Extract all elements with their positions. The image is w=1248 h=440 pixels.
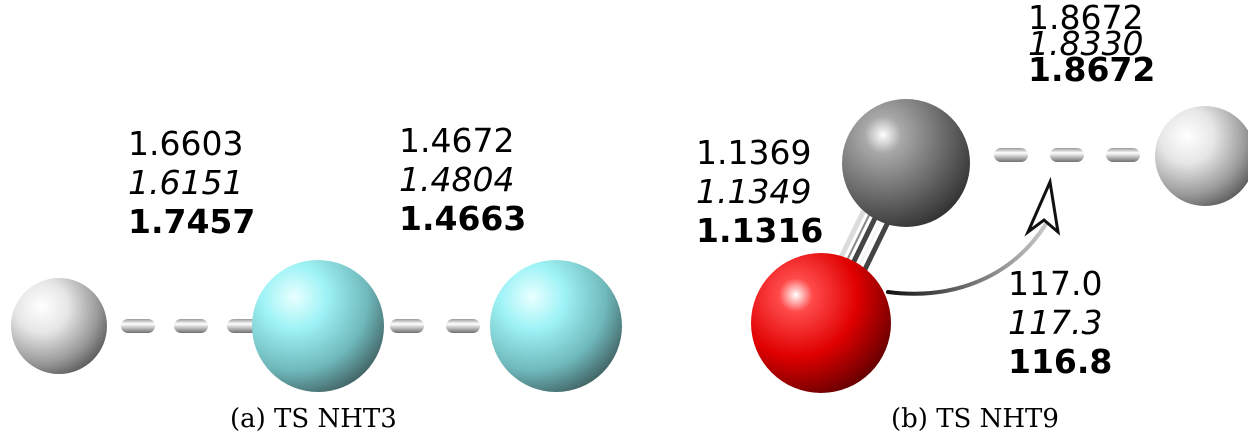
nitrogen-atom	[490, 260, 622, 392]
value-method-2: 1.6151	[128, 163, 244, 202]
bond-label-n-n: 1.4672 1.4804 1.4663	[399, 121, 526, 238]
dashed-bond-segment	[1106, 148, 1140, 162]
value-method-3: 1.7457	[128, 202, 256, 241]
value-method-2: 1.1349	[696, 172, 812, 211]
angle-arc	[886, 222, 1048, 296]
value-method-1: 1.8672	[1028, 0, 1144, 37]
value-method-2: 1.8330	[1028, 24, 1144, 63]
caption-a: (a) TS NHT3	[230, 404, 397, 434]
value-method-3: 1.1316	[696, 211, 824, 250]
value-method-1: 1.1369	[696, 133, 812, 172]
dashed-bond-segment	[174, 319, 208, 333]
dashed-bond-segment	[121, 319, 155, 333]
value-method-2: 1.4804	[399, 160, 515, 199]
carbon-atom	[842, 99, 970, 227]
value-method-1: 1.6603	[128, 124, 244, 163]
bond-label-h-n: 1.6603 1.6151 1.7457	[128, 124, 255, 241]
value-method-1: 1.4672	[399, 121, 515, 160]
value-method-1: 117.0	[1008, 264, 1103, 303]
value-method-3: 1.8672	[1028, 50, 1156, 89]
value-method-3: 116.8	[1008, 342, 1113, 381]
panel-b-bond-c-h	[994, 148, 1140, 162]
dashed-bond-segment	[1050, 148, 1084, 162]
hydrogen-atom	[1155, 106, 1248, 206]
value-method-3: 1.4663	[399, 199, 527, 238]
bond-label-c-o: 1.1369 1.1349 1.1316	[696, 133, 823, 250]
arrow-head-icon	[1024, 176, 1061, 237]
dashed-bond-segment	[994, 148, 1028, 162]
dashed-bond-segment	[390, 319, 424, 333]
dashed-bond-segment	[446, 319, 480, 333]
angle-label-h-c-o: 117.0 117.3 116.8	[1008, 264, 1112, 381]
oxygen-atom	[751, 253, 891, 393]
nitrogen-atom	[252, 260, 384, 392]
panel-a-bond-h-n	[121, 319, 261, 333]
hydrogen-atom	[11, 278, 107, 374]
panel-a-bond-n-n	[390, 319, 480, 333]
caption-b: (b) TS NHT9	[891, 404, 1059, 434]
bond-label-c-h: 1.8672 1.8330 1.8672	[1028, 0, 1156, 89]
angle-arrow	[886, 176, 1061, 296]
value-method-2: 117.3	[1008, 303, 1103, 342]
